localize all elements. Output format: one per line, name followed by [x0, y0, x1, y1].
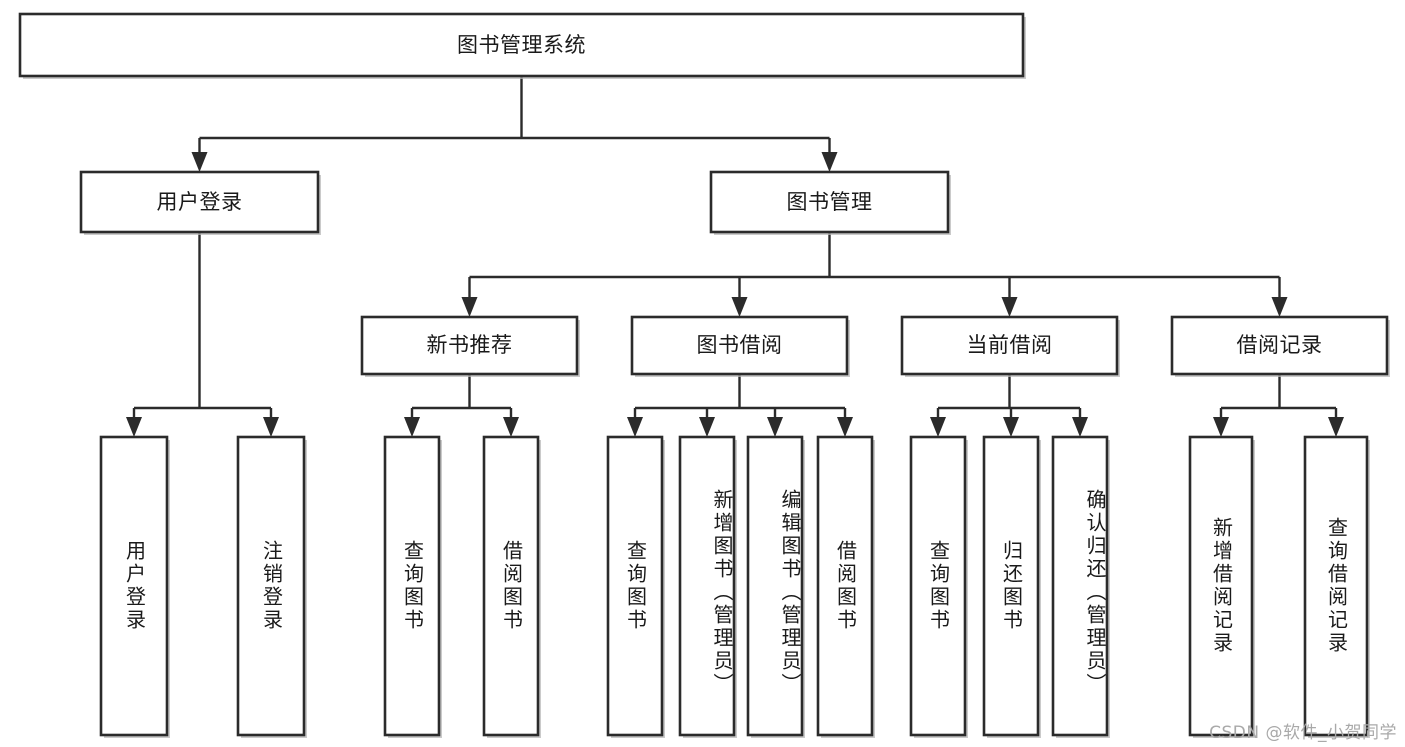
node-box-leaf-query-record[interactable] — [1303, 435, 1369, 737]
node-box-leaf-query-book-2[interactable] — [606, 435, 664, 737]
arrow-head-icon — [731, 297, 748, 317]
arrow-head-icon — [126, 417, 142, 437]
arrow-head-icon — [1271, 297, 1288, 317]
node-box-leaf-add-record[interactable] — [1188, 435, 1254, 737]
node-box-new-book-recommend[interactable] — [360, 315, 579, 376]
arrow-head-icon — [930, 417, 946, 437]
arrow-head-icon — [1213, 417, 1229, 437]
node-box-current-borrow[interactable] — [900, 315, 1119, 376]
node-box-leaf-confirm-return[interactable] — [1051, 435, 1109, 737]
arrow-head-icon — [503, 417, 519, 437]
node-box-leaf-borrow-book-2[interactable] — [816, 435, 874, 737]
arrow-head-icon — [1072, 417, 1088, 437]
node-box-leaf-add-book[interactable] — [678, 435, 736, 737]
node-box-book-manage[interactable] — [709, 170, 950, 234]
arrow-head-icon — [821, 152, 838, 172]
node-box-leaf-return-book[interactable] — [982, 435, 1040, 737]
arrow-head-icon — [1003, 417, 1019, 437]
arrow-head-icon — [263, 417, 279, 437]
node-box-leaf-edit-book[interactable] — [746, 435, 804, 737]
arrow-head-icon — [767, 417, 783, 437]
node-box-leaf-borrow-book-1[interactable] — [482, 435, 540, 737]
arrow-head-icon — [837, 417, 853, 437]
node-box-user-login[interactable] — [79, 170, 320, 234]
node-box-leaf-logout[interactable] — [236, 435, 306, 737]
node-box-leaf-query-book-1[interactable] — [383, 435, 441, 737]
arrow-head-icon — [404, 417, 420, 437]
node-box-borrow-record[interactable] — [1170, 315, 1389, 376]
arrow-head-icon — [191, 152, 208, 172]
node-box-leaf-query-book-3[interactable] — [909, 435, 967, 737]
node-box-book-borrow[interactable] — [630, 315, 849, 376]
connector-layer — [126, 76, 1344, 437]
node-box-root[interactable] — [18, 12, 1025, 78]
node-box-layer — [18, 12, 1389, 737]
arrow-head-icon — [699, 417, 715, 437]
csdn-watermark: CSDN @软件_小贺同学 — [1209, 723, 1397, 743]
arrow-head-icon — [1328, 417, 1344, 437]
arrow-head-icon — [627, 417, 643, 437]
node-box-leaf-user-login[interactable] — [99, 435, 169, 737]
arrow-head-icon — [1001, 297, 1018, 317]
arrow-head-icon — [461, 297, 478, 317]
